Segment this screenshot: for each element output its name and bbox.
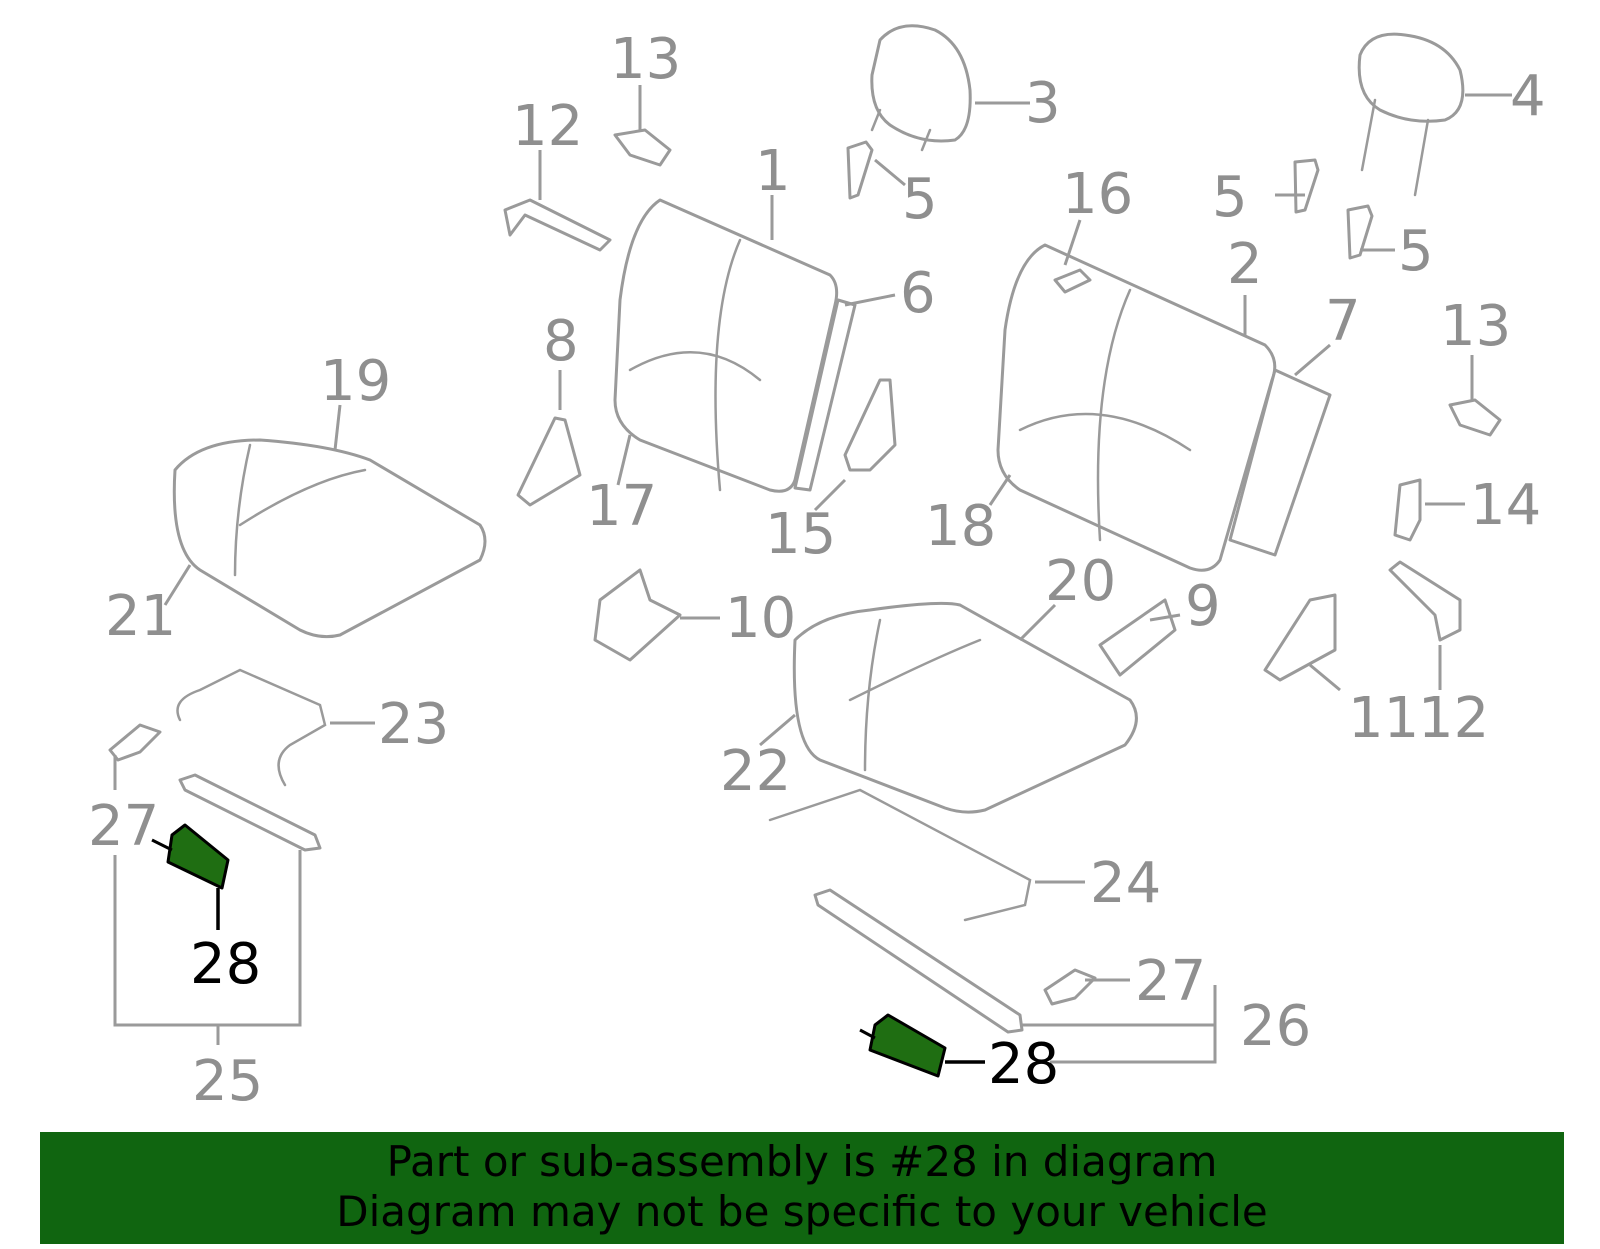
banner-line-2: Diagram may not be specific to your vehi… (336, 1187, 1268, 1236)
callout-12b: 12 (1418, 686, 1489, 751)
part-28-right (859, 1013, 947, 1078)
callout-6: 6 (900, 261, 936, 326)
callout-20: 20 (1045, 549, 1116, 614)
callout-5c: 5 (1398, 219, 1434, 284)
cap-16 (1053, 268, 1092, 294)
pad-13-a (613, 128, 672, 167)
callout-13a: 13 (610, 27, 681, 92)
callout-5a: 5 (902, 167, 938, 232)
callout-8: 8 (543, 309, 579, 374)
callout-16: 16 (1062, 162, 1133, 227)
callout-14: 14 (1470, 473, 1541, 538)
info-banner: Part or sub-assembly is #28 in diagram D… (40, 1132, 1564, 1244)
callout-4: 4 (1510, 64, 1546, 129)
cushion-20 (792, 601, 1138, 814)
frame-23 (176, 668, 327, 787)
clip-27-b (1043, 968, 1097, 1006)
seat-back-1 (613, 198, 857, 493)
callout-11: 11 (1348, 686, 1419, 751)
callout-1: 1 (755, 139, 791, 204)
callout-28a: 28 (190, 932, 261, 997)
callout-27a: 27 (88, 794, 159, 859)
guide-5-b (1293, 158, 1320, 214)
frame-24 (768, 788, 1032, 922)
latch-14 (1393, 478, 1422, 542)
lever-15 (843, 378, 897, 472)
rail-25 (178, 773, 322, 852)
leader-lines (113, 85, 1512, 1064)
banner-line-1: Part or sub-assembly is #28 in diagram (386, 1137, 1218, 1186)
callout-numbers: 1 2 3 4 5 5 5 6 7 8 9 10 11 12 12 13 13 … (88, 27, 1546, 1114)
callout-26: 26 (1240, 994, 1311, 1059)
callout-5b: 5 (1212, 165, 1248, 230)
part-28-left (151, 823, 230, 890)
callout-27b: 27 (1135, 949, 1206, 1014)
callout-25: 25 (192, 1049, 263, 1114)
hinge-8 (516, 416, 582, 507)
rail-26 (813, 888, 1024, 1034)
callout-23: 23 (378, 692, 449, 757)
bar-12-b (1388, 560, 1462, 642)
guide-5-c (1346, 204, 1374, 260)
pad-13-b (1448, 398, 1502, 437)
callout-21: 21 (105, 584, 176, 649)
clip-27-a (108, 723, 162, 762)
callout-7: 7 (1325, 289, 1361, 354)
callout-17: 17 (586, 474, 657, 539)
callout-2: 2 (1227, 232, 1263, 297)
headrest-3 (870, 24, 972, 152)
callout-3: 3 (1025, 71, 1061, 136)
cushion-19 (172, 438, 487, 639)
callout-19: 19 (320, 349, 391, 414)
bar-12-a (503, 198, 612, 252)
callout-13b: 13 (1440, 294, 1511, 359)
guide-5-a (846, 140, 874, 200)
callout-15: 15 (765, 502, 836, 567)
callout-9: 9 (1185, 574, 1221, 639)
callout-10: 10 (725, 586, 796, 651)
callout-12a: 12 (512, 94, 583, 159)
bracket-10 (593, 568, 682, 662)
seat-back-2 (996, 243, 1332, 572)
headrest-4 (1357, 32, 1465, 197)
bracket-11 (1263, 593, 1337, 682)
callout-28b: 28 (988, 1032, 1059, 1097)
callout-22: 22 (720, 739, 791, 804)
callout-18: 18 (925, 494, 996, 559)
callout-24: 24 (1090, 851, 1161, 916)
